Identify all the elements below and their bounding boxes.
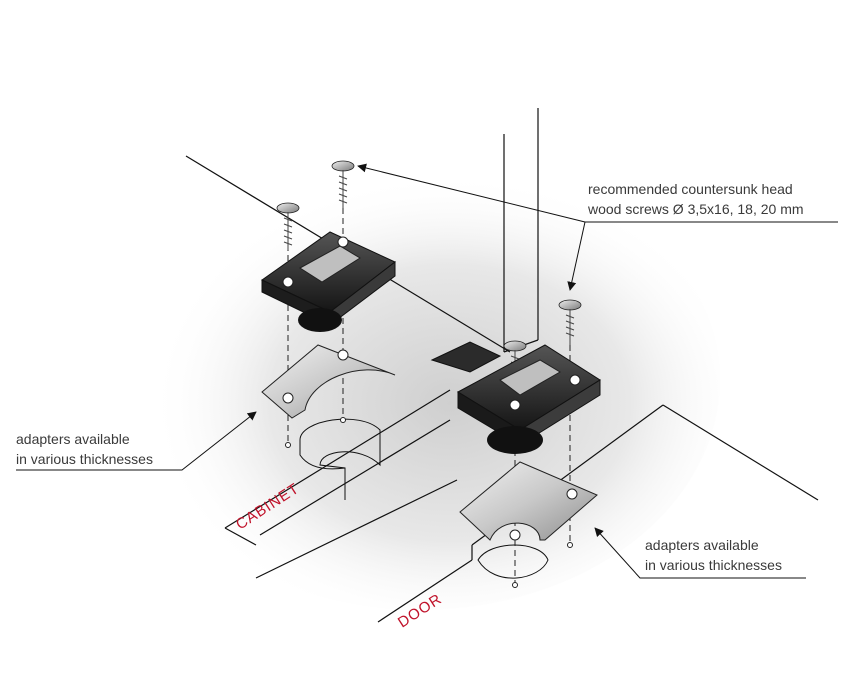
adapters-right-callout-line2: in various thicknesses (645, 557, 782, 573)
screws-callout-line2: wood screws Ø 3,5x16, 18, 20 mm (587, 201, 804, 217)
cabinet-adapter-plate (261, 344, 396, 419)
adapters-right-callout-line1: adapters available (645, 537, 759, 553)
screws-callout-line1: recommended countersunk head (588, 181, 793, 197)
adapters-left-callout-line1: adapters available (16, 431, 130, 447)
cabinet-hinge-plate (261, 231, 396, 332)
adapters-left-callout-line2: in various thicknesses (16, 451, 153, 467)
screw-cabinet-right (331, 160, 355, 208)
screw-cabinet-left (276, 202, 300, 250)
leader-lines (16, 163, 838, 579)
door-hinge-cup (430, 341, 601, 454)
door-adapter-plate (459, 461, 598, 541)
background-shading (120, 150, 720, 610)
screw-door-right (558, 299, 582, 345)
